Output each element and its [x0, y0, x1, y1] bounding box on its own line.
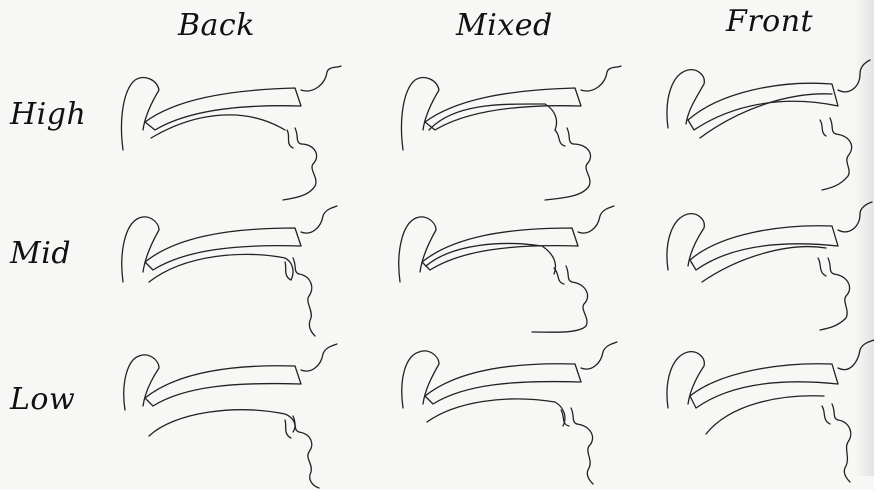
- lower-lip-outline: [577, 424, 593, 484]
- vocal-tract-low-back-svg: [115, 340, 355, 490]
- teeth-outline: [554, 266, 572, 284]
- lower-lip-outline: [822, 134, 852, 190]
- upper-lip-outline: [301, 206, 337, 233]
- vocal-tract-mid-front-svg: [660, 200, 874, 350]
- lower-lip-outline: [299, 274, 315, 336]
- vocal-tract-diagram-low-mixed: [395, 338, 635, 488]
- upper-lip-outline: [301, 66, 341, 91]
- palate-outline: [145, 88, 301, 130]
- vocal-tract-diagram-mid-mixed: [392, 202, 632, 352]
- pharynx-outline: [399, 217, 436, 282]
- pharynx-outline: [667, 70, 704, 128]
- pharynx-outline: [402, 78, 440, 150]
- vocal-tract-low-mixed-svg: [395, 338, 635, 488]
- palate-outline: [145, 228, 301, 270]
- vocal-tract-mid-mixed-svg: [392, 202, 632, 352]
- vocal-tract-diagram-low-front: [660, 338, 874, 488]
- upper-lip-outline: [581, 342, 617, 369]
- vocal-tract-low-front-svg: [660, 338, 874, 488]
- palate-outline: [422, 228, 578, 270]
- palate-outline: [145, 366, 301, 406]
- lower-lip-outline: [820, 274, 850, 330]
- row-header-low: Low: [10, 382, 75, 417]
- vocal-tract-diagram-high-mixed: [395, 60, 635, 210]
- vocal-tract-diagram-low-back: [115, 340, 355, 490]
- vocal-tract-high-mixed-svg: [395, 60, 635, 210]
- column-header-back: Back: [178, 8, 255, 43]
- teeth-outline: [822, 404, 838, 424]
- lower-lip-outline: [545, 144, 591, 200]
- pharynx-outline: [122, 217, 159, 282]
- pharynx-outline: [667, 352, 704, 408]
- tongue-outline: [706, 396, 824, 434]
- lower-lip-outline: [283, 144, 317, 200]
- pharynx-outline: [667, 214, 704, 270]
- lower-lip-outline: [838, 420, 851, 482]
- tongue-outline: [702, 247, 826, 282]
- vocal-tract-diagram-high-front: [660, 58, 874, 208]
- palate-outline: [688, 83, 838, 130]
- pharynx-outline: [402, 351, 439, 408]
- vocal-tract-mid-back-svg: [115, 202, 355, 352]
- row-header-mid: Mid: [10, 236, 71, 271]
- vocal-tract-high-back-svg: [115, 60, 355, 210]
- vocal-tract-diagram-mid-front: [660, 200, 874, 350]
- scan-edge-shadow: [854, 0, 874, 476]
- tongue-outline: [149, 254, 293, 282]
- upper-lip-outline: [578, 206, 614, 233]
- column-header-mixed: Mixed: [456, 8, 553, 43]
- lower-lip-outline: [299, 432, 319, 488]
- teeth-outline: [555, 128, 573, 146]
- upper-lip-outline: [301, 344, 337, 371]
- vocal-tract-diagram-mid-back: [115, 202, 355, 352]
- palate-outline: [425, 364, 581, 404]
- palate-outline: [425, 88, 581, 130]
- tongue-outline: [151, 115, 285, 138]
- upper-lip-outline: [581, 66, 621, 91]
- column-header-front: Front: [726, 4, 813, 39]
- teeth-outline: [820, 118, 836, 136]
- lower-lip-outline: [532, 282, 588, 332]
- teeth-outline: [818, 258, 834, 276]
- vocal-tract-diagram-high-back: [115, 60, 355, 210]
- teeth-outline: [287, 128, 301, 148]
- pharynx-outline: [122, 78, 160, 150]
- row-header-high: High: [10, 97, 86, 132]
- tongue-outline: [427, 399, 565, 426]
- vocal-tract-high-front-svg: [660, 58, 874, 208]
- palate-outline: [690, 226, 838, 270]
- tongue-outline: [149, 410, 295, 436]
- pharynx-outline: [124, 355, 159, 410]
- tongue-outline: [429, 104, 557, 130]
